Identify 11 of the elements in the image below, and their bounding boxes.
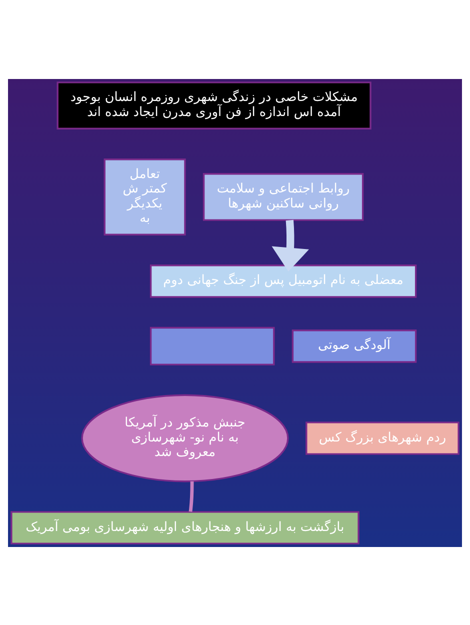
node-ellipse: جنبش مذکور در آمریکا به نام نو- شهرسازی معروف شد xyxy=(81,394,289,482)
arrow xyxy=(272,219,309,271)
node-box: روابط اجتماعی و سلامت روانی ساکنین شهرها xyxy=(202,172,364,220)
connector xyxy=(188,480,194,512)
node-box: مشکلات خاصی در زندگی شهری روزمره انسان بوجود آمده اس اندازه از فن آوری مدرن ایجاد شده اند xyxy=(56,81,372,129)
node-box: تعامل کمتر ش یکدیگر به xyxy=(104,158,186,235)
node-box: آلودگی صوتی xyxy=(292,329,417,362)
node-box: معضلی به نام اتومبیل پس از جنگ جهانی دوم xyxy=(150,264,417,298)
node-box: ردم شهرهای بزرگ کس xyxy=(306,421,460,454)
node-box xyxy=(150,326,275,365)
node-box: بازگشت به ارزشها و هنجارهای اولیه شهرسازی بومی آمریک xyxy=(10,510,360,544)
